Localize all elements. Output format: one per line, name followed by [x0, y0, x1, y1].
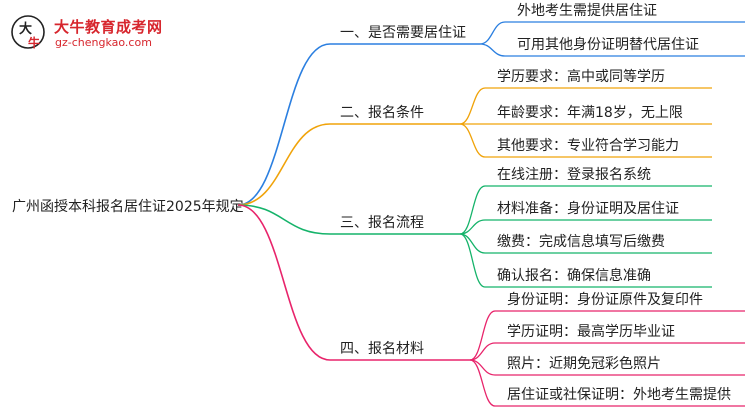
child-connector — [459, 233, 486, 254]
subtopic-item: 年龄要求：年满18岁，无上限 — [497, 105, 683, 121]
subtopic-item: 缴费：完成信息填写后缴费 — [497, 233, 665, 250]
subtopic-item: 外地考生需提供居住证 — [517, 3, 657, 19]
logo-url: gz-chengkao.com — [55, 36, 152, 49]
root-topic: 广州函授本科报名居住证2025年规定 — [12, 199, 244, 215]
subtopic-item: 其他要求：专业符合学习能力 — [497, 138, 679, 154]
branch-connector-process — [237, 204, 331, 235]
child-connector — [459, 87, 486, 125]
logo-title: 大牛教育成考网 — [54, 18, 163, 36]
topic-nodes: 一、是否需要居住证外地考生需提供居住证可用其他身份证明替代居住证二、报名条件学历… — [340, 3, 731, 403]
child-connector — [459, 233, 486, 288]
child-connector — [459, 185, 486, 235]
child-connector — [469, 310, 496, 361]
subtopic-item: 在线注册：登录报名系统 — [497, 167, 651, 183]
subtopic-item: 材料准备：身份证明及居住证 — [497, 200, 679, 217]
child-connector — [459, 123, 486, 158]
subtopic-item: 身份证明：身份证原件及复印件 — [507, 291, 703, 308]
subtopic-item: 可用其他身份证明替代居住证 — [517, 37, 699, 53]
branch-topic-conditions: 二、报名条件 — [340, 104, 424, 121]
connector-lines — [237, 21, 745, 407]
child-connector — [469, 359, 496, 407]
subtopic-item: 确认报名：确保信息准确 — [497, 267, 651, 284]
branch-connector-materials — [237, 204, 331, 361]
logo-mark-icon: 大 牛 — [11, 15, 45, 50]
logo-glyph-bottom: 牛 — [28, 35, 40, 50]
logo-glyph-top: 大 — [19, 21, 32, 37]
child-connector — [469, 342, 496, 361]
subtopic-item: 照片：近期免冠彩色照片 — [507, 355, 661, 372]
branch-topic-materials: 四、报名材料 — [340, 341, 424, 357]
child-connector — [479, 43, 506, 57]
branch-connector-residence-permit — [237, 43, 331, 206]
child-connector — [479, 21, 506, 45]
branch-connector-conditions — [237, 123, 331, 206]
subtopic-item: 学历要求：高中或同等学历 — [497, 68, 665, 85]
branch-topic-process: 三、报名流程 — [340, 215, 424, 231]
site-logo: 大 牛 大牛教育成考网 gz-chengkao.com — [8, 14, 178, 54]
subtopic-item: 学历证明：最高学历毕业证 — [507, 323, 675, 340]
branch-topic-residence-permit: 一、是否需要居住证 — [340, 25, 466, 41]
subtopic-item: 居住证或社保证明：外地考生需提供 — [507, 387, 731, 403]
child-connector — [459, 219, 486, 235]
